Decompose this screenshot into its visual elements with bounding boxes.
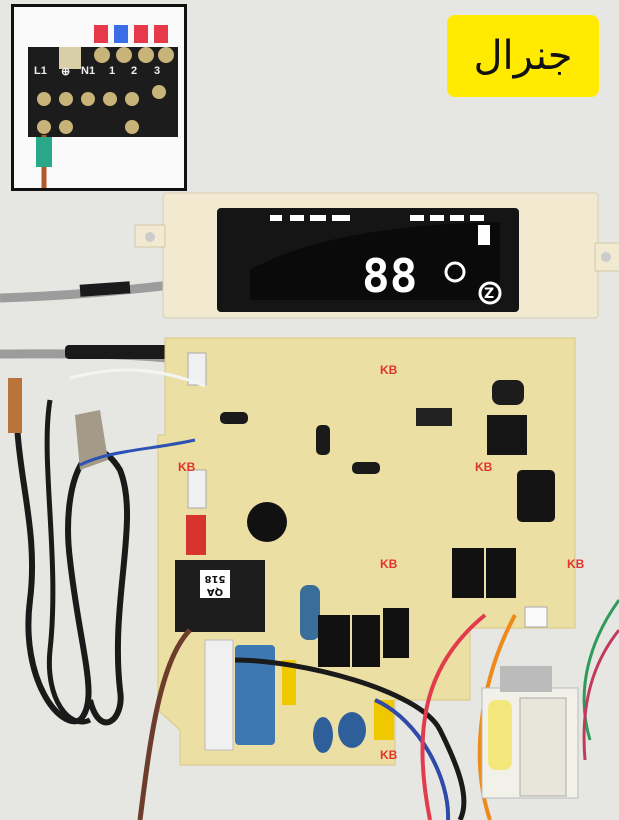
pcb-mark-kb: KB xyxy=(567,557,585,571)
terminal-label-1: 1 xyxy=(109,65,116,77)
pcb-mark-kb: KB xyxy=(380,363,398,377)
terminal-label-3: 3 xyxy=(154,65,161,77)
terminal-label-n1: N1 xyxy=(81,65,96,77)
relay-sticker: QA 518 xyxy=(200,570,230,598)
svg-text:Z: Z xyxy=(484,286,494,302)
pcb-mark-kb: KB xyxy=(475,460,493,474)
svg-text:88: 88 xyxy=(362,249,417,303)
terminal-block-inset: L1 ⊕ N1 1 2 3 xyxy=(11,4,187,191)
pcb-mark-kb: KB xyxy=(178,460,196,474)
terminal-label-2: 2 xyxy=(131,65,138,77)
pcb-mark-kb: KB xyxy=(380,557,398,571)
pcb-mark-kb: KB xyxy=(380,748,398,762)
terminal-label-l1: L1 xyxy=(34,65,47,77)
terminal-label-ground: ⊕ xyxy=(61,66,71,78)
brand-label: جنرال xyxy=(447,15,599,97)
